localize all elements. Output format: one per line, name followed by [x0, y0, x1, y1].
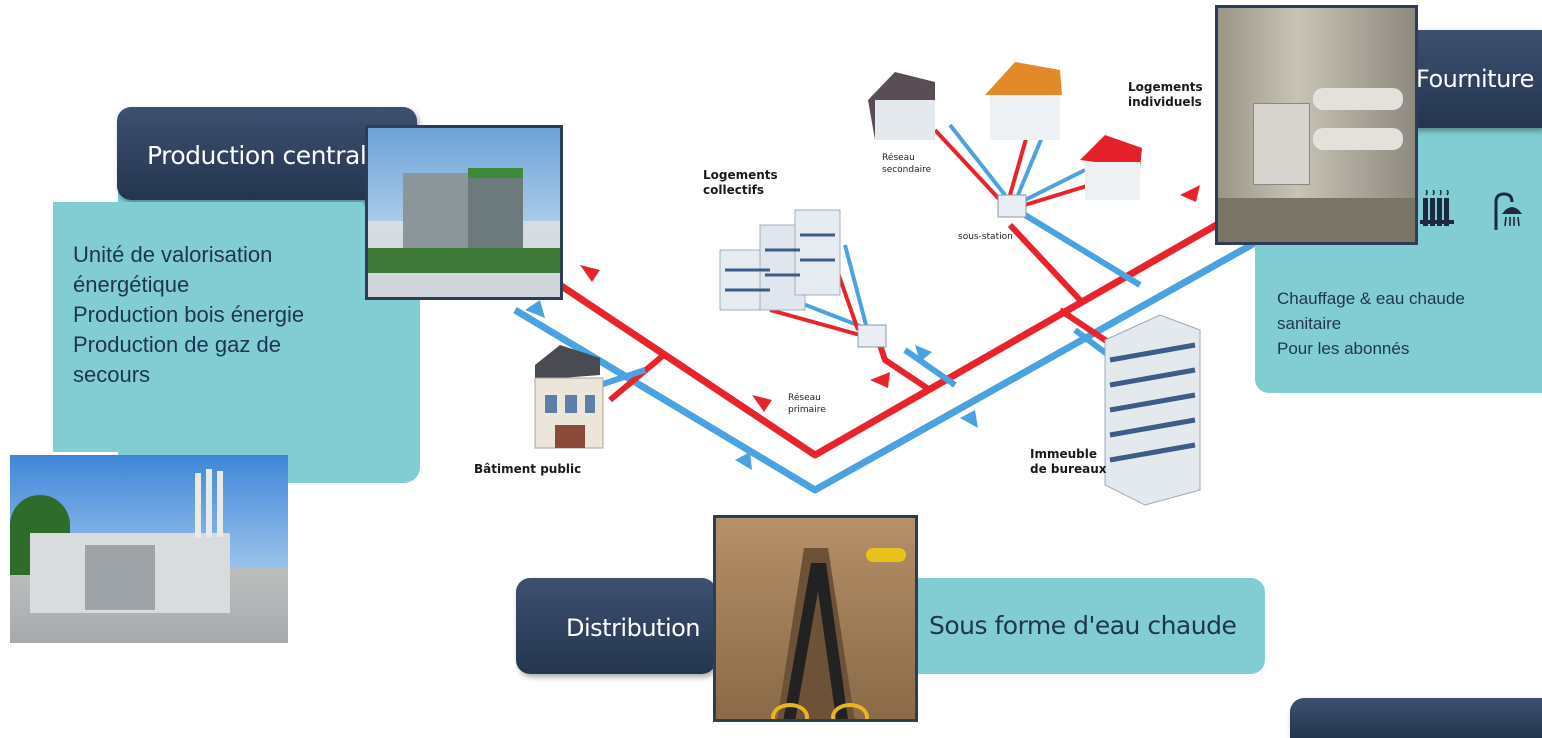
- radiator-icon: [1420, 190, 1460, 228]
- office-tower: [1104, 314, 1201, 506]
- fourniture-description: Chauffage & eau chaude sanitaire Pour le…: [1277, 289, 1465, 358]
- production-title: Production centrale: [147, 141, 382, 170]
- next-section-box: [1290, 698, 1542, 738]
- shower-icon: [1492, 192, 1528, 230]
- distribution-description: Sous forme d'eau chaude: [929, 611, 1237, 640]
- distribution-title-box: Distribution: [516, 578, 716, 674]
- label-sous-station: sous-station: [958, 232, 1013, 242]
- fourniture-title: Fourniture: [1416, 65, 1534, 93]
- distribution-description-box: Sous forme d'eau chaude: [915, 578, 1265, 674]
- label-batiment-public: Bâtiment public: [474, 462, 582, 476]
- network-diagram: [513, 62, 1262, 506]
- trench-pipes-photo: [713, 515, 918, 722]
- label-reseau-primaire: Réseau primaire: [788, 393, 826, 415]
- distribution-title: Distribution: [566, 614, 701, 642]
- collective-buildings: [719, 209, 841, 311]
- house-red: [1080, 135, 1142, 200]
- flow-arrows: [525, 185, 1200, 470]
- house-grey: [868, 72, 935, 140]
- label-reseau-secondaire: Réseau secondaire: [882, 153, 932, 175]
- production-description-box: Unité de valorisation énergétique Produc…: [53, 202, 363, 452]
- hot-supply-pipe: [558, 196, 1262, 459]
- label-logements-collectifs: Logements collectifs: [703, 168, 778, 197]
- label-logements-individuels: Logements individuels: [1128, 80, 1203, 109]
- boiler-house-photo: [10, 455, 288, 643]
- incineration-plant-photo: [365, 125, 563, 300]
- public-building: [534, 345, 604, 449]
- substation-room-photo: [1215, 5, 1418, 245]
- label-immeuble-bureaux: Immeuble de bureaux: [1030, 447, 1107, 476]
- cold-return-pipe: [513, 236, 1262, 494]
- production-description: Unité de valorisation énergétique Produc…: [73, 242, 305, 387]
- house-orange: [985, 62, 1062, 140]
